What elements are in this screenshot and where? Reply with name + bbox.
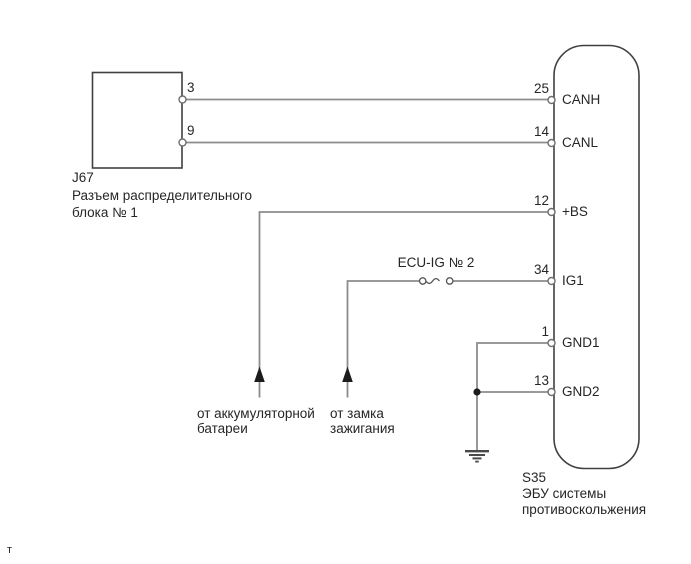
pin-terminal-ecu-13 xyxy=(547,387,556,397)
fuse-icon xyxy=(418,277,454,285)
pin-terminal-ecu-1 xyxy=(547,338,556,348)
pin-terminal-ecu-25 xyxy=(547,95,556,105)
ecu-name2: противоскольжения xyxy=(522,502,647,517)
pin-terminal-ecu-12 xyxy=(547,207,556,217)
ecu-name1: ЭБУ системы xyxy=(522,486,607,501)
junction-block-name1: Разъем распределительного xyxy=(72,188,253,203)
ground-icon xyxy=(465,450,489,463)
pin-terminal-ecu-34 xyxy=(547,276,556,286)
wire-gnd1-to-ground xyxy=(476,342,550,451)
pin-number-ecu-1: 1 xyxy=(541,324,549,339)
pin-terminal-ecu-14 xyxy=(547,138,556,148)
ignition-source-label-line1: от замка xyxy=(330,406,384,421)
pin-number-ecu-34: 34 xyxy=(533,262,549,277)
arrow-up-battery-icon xyxy=(254,366,265,382)
pin-terminal-j67-9 xyxy=(178,138,187,147)
pin-number-ecu-12: 12 xyxy=(533,193,549,208)
wire-bs-from-battery xyxy=(258,211,550,398)
pin-number-j67-3: 3 xyxy=(187,80,195,95)
arrow-up-ignition-icon xyxy=(342,366,353,382)
pin-label-canl: CANL xyxy=(562,135,599,150)
ecu-id: S35 xyxy=(522,470,547,485)
ecu-outline xyxy=(553,44,640,470)
junction-block-id: J67 xyxy=(72,170,94,185)
pin-label-bs: +BS xyxy=(562,204,588,219)
wire-ig1-left-from-ignition xyxy=(346,280,421,398)
pin-label-canh: CANH xyxy=(562,92,601,107)
junction-block-name2: блока № 1 xyxy=(72,205,138,220)
battery-source-label-line1: от аккумуляторной xyxy=(197,406,315,421)
pin-number-ecu-13: 13 xyxy=(533,373,549,388)
pin-number-ecu-25: 25 xyxy=(533,81,549,96)
pin-terminal-j67-3 xyxy=(178,95,187,104)
fuse-label: ECU-IG № 2 xyxy=(397,255,475,270)
pin-label-ig1: IG1 xyxy=(562,273,584,288)
battery-source-label-line2: батареи xyxy=(197,421,248,436)
junction-block-outline xyxy=(91,71,183,169)
footer-mark: т xyxy=(7,544,13,556)
pin-number-ecu-14: 14 xyxy=(533,124,549,139)
junction-dot xyxy=(473,388,481,396)
pin-label-gnd2: GND2 xyxy=(562,384,600,399)
pin-number-j67-9: 9 xyxy=(187,123,195,138)
pin-label-gnd1: GND1 xyxy=(562,335,600,350)
ignition-source-label-line2: зажигания xyxy=(330,421,395,436)
